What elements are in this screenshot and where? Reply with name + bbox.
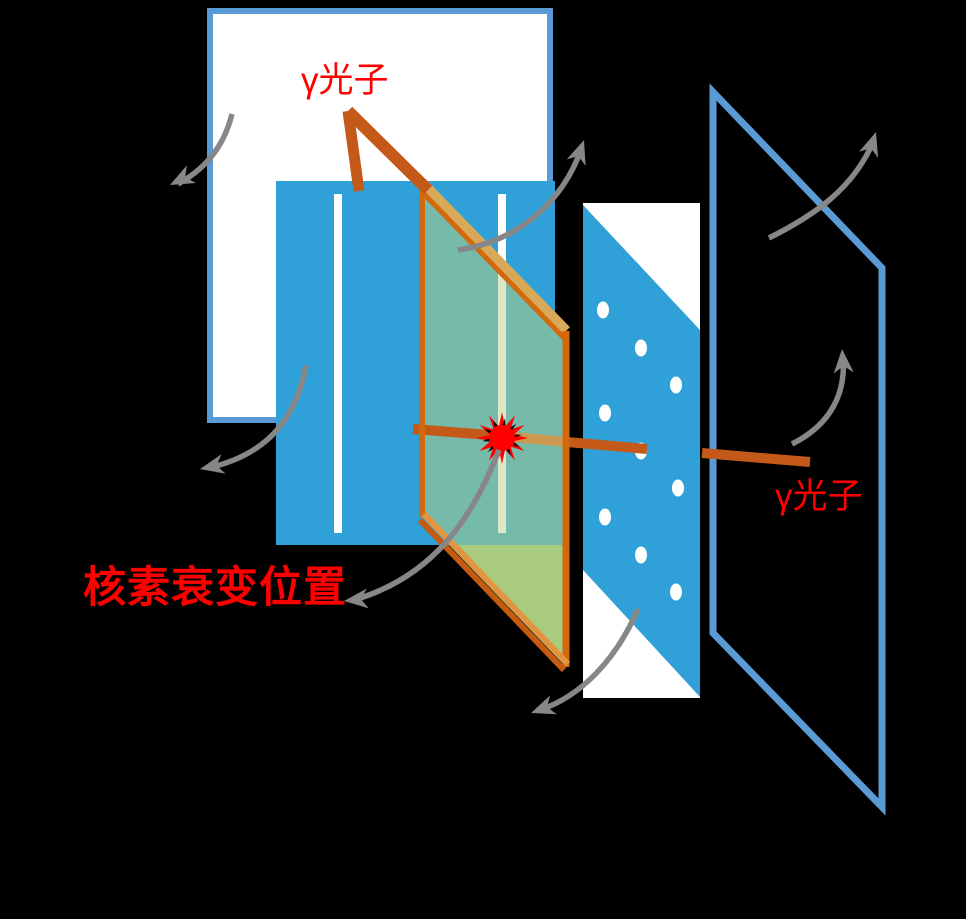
pointer-arrow-scintillator [207, 364, 309, 471]
gamma-photon-label-right: γ光子 [775, 477, 863, 516]
tilted-panel-top-border-tan [418, 179, 570, 335]
pointer-arrow-tilted-panel [457, 146, 585, 253]
tilted-crystal-panel [412, 179, 571, 673]
tilted-panel-teal-area [422, 183, 566, 545]
decay-burst-core [489, 425, 515, 451]
pointer-arrow-decay-label [353, 449, 502, 603]
crystal-dot [672, 479, 684, 497]
pointer-arrow-gamma-right [790, 356, 847, 447]
tilted-panel-green-area [449, 545, 566, 667]
arrowhead [566, 140, 586, 166]
crystal-dot [670, 583, 682, 601]
gamma-photon-label-top: γ光子 [301, 61, 389, 100]
arrowhead [859, 132, 879, 158]
gamma-ray-left-of-burst [412, 424, 503, 441]
gamma-ray-segment [701, 448, 811, 467]
arrowhead [344, 588, 369, 609]
pointer-arrow-crystal-array [539, 607, 641, 713]
arrowhead [200, 454, 226, 474]
tilted-panel-pale-stripe [498, 261, 506, 533]
crystal-dot [599, 404, 611, 422]
pointer-arrow-front-panel [767, 138, 877, 241]
gamma-ray-segment [566, 437, 648, 454]
crystal-dot [599, 508, 611, 526]
decay-position-label: 核素衰变位置 [83, 564, 347, 612]
gamma-ray-horizontal-right [566, 437, 811, 467]
crystal-dot [670, 376, 682, 394]
pointer-arrowheads [170, 132, 879, 715]
arrowhead [531, 695, 557, 715]
crystal-dot [635, 339, 647, 357]
decay-burst [476, 412, 528, 464]
gamma-ray-top-arrow [342, 106, 433, 195]
crystal-dots [597, 301, 684, 601]
front-panel-outline [709, 83, 886, 816]
gamma-ray-top-arrow-left-stroke [342, 110, 365, 192]
tilted-panel-top-border [419, 189, 567, 341]
gamma-ray-top-arrow-diagonal-stroke [343, 106, 433, 195]
crystal-dot [597, 301, 609, 319]
panel-divider-stripe [334, 194, 342, 533]
arrowhead [170, 165, 196, 185]
crystal-dot [635, 546, 647, 564]
arrowhead [833, 349, 854, 374]
